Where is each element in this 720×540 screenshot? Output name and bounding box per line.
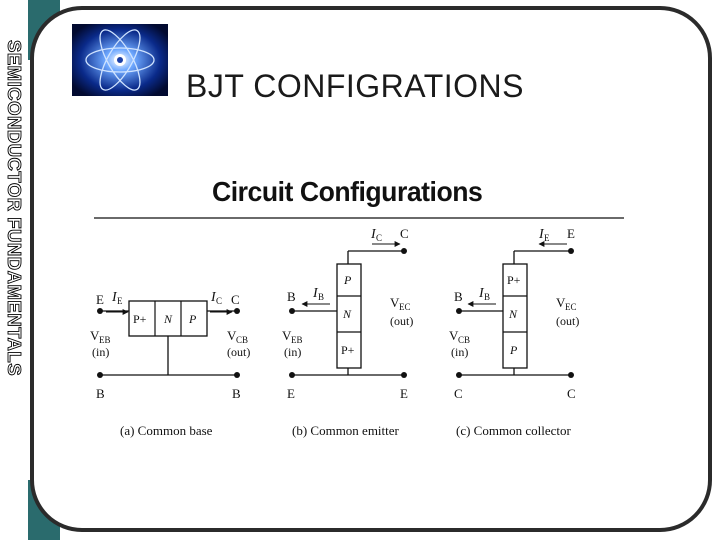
terminal-label: C: [454, 386, 463, 401]
current-subscript: C: [376, 233, 382, 243]
voltage-tag: (in): [284, 345, 301, 359]
slide-title: BJT CONFIGRATIONS: [186, 68, 524, 104]
common-collector-circuit: E B C C I E I B P+ N P V CB (in) V EC (o…: [449, 226, 579, 438]
voltage-subscript: EB: [291, 335, 303, 345]
terminal-label: E: [567, 226, 575, 241]
current-label: I: [111, 290, 118, 305]
circuit-caption: (b) Common emitter: [292, 423, 400, 438]
circuit-figure: Circuit Configurations E C B B: [84, 170, 644, 450]
terminal-label: E: [96, 292, 104, 307]
terminal-label: C: [400, 226, 409, 241]
current-subscript: C: [216, 296, 222, 306]
current-subscript: E: [117, 296, 123, 306]
voltage-tag: (in): [451, 345, 468, 359]
voltage-subscript: CB: [236, 335, 248, 345]
terminal-label: E: [287, 386, 295, 401]
current-label: I: [478, 286, 485, 301]
atom-logo-icon: [72, 24, 168, 96]
circuit-caption: (c) Common collector: [456, 423, 571, 438]
terminal-label: C: [567, 386, 576, 401]
terminal-label: B: [96, 386, 105, 401]
layer-label: P+: [507, 273, 521, 287]
side-banner: SEMICONDUCTOR FUNDAMENTALS: [0, 0, 28, 540]
terminal-label: E: [400, 386, 408, 401]
voltage-tag: (out): [390, 314, 413, 328]
voltage-label: V: [390, 295, 400, 310]
voltage-tag: (out): [227, 345, 250, 359]
terminal-label: B: [454, 289, 463, 304]
voltage-label: V: [227, 328, 237, 343]
layer-label: P: [343, 273, 352, 287]
figure-title: Circuit Configurations: [212, 176, 483, 207]
voltage-tag: (out): [556, 314, 579, 328]
common-base-circuit: E C B B I E I C P+ N P V EB (in) V CB (o…: [90, 290, 250, 438]
layer-label: P+: [133, 312, 147, 326]
voltage-label: V: [556, 295, 566, 310]
layer-label: N: [342, 307, 352, 321]
voltage-tag: (in): [92, 345, 109, 359]
voltage-subscript: EB: [99, 335, 111, 345]
current-label: I: [370, 227, 377, 242]
layer-label: P: [188, 312, 197, 326]
side-banner-text: SEMICONDUCTOR FUNDAMENTALS: [4, 40, 26, 377]
current-subscript: B: [318, 292, 324, 302]
common-emitter-circuit: C B E E I C I B P N P+ V EB (in) V EC (o…: [282, 226, 413, 438]
terminal-label: B: [232, 386, 241, 401]
current-label: I: [312, 286, 319, 301]
current-subscript: E: [544, 233, 550, 243]
terminal-label: C: [231, 292, 240, 307]
current-label: I: [538, 227, 545, 242]
terminal-label: B: [287, 289, 296, 304]
voltage-label: V: [282, 328, 292, 343]
circuit-caption: (a) Common base: [120, 423, 213, 438]
layer-label: N: [508, 307, 518, 321]
voltage-label: V: [90, 328, 100, 343]
voltage-subscript: CB: [458, 335, 470, 345]
layer-label: N: [163, 312, 173, 326]
voltage-label: V: [449, 328, 459, 343]
current-label: I: [210, 290, 217, 305]
current-subscript: B: [484, 292, 490, 302]
voltage-subscript: EC: [565, 302, 577, 312]
circuit-diagrams: E C B B I E I C P+ N P V EB (in) V CB (o…: [90, 217, 624, 438]
layer-label: P+: [341, 343, 355, 357]
voltage-subscript: EC: [399, 302, 411, 312]
layer-label: P: [509, 343, 518, 357]
